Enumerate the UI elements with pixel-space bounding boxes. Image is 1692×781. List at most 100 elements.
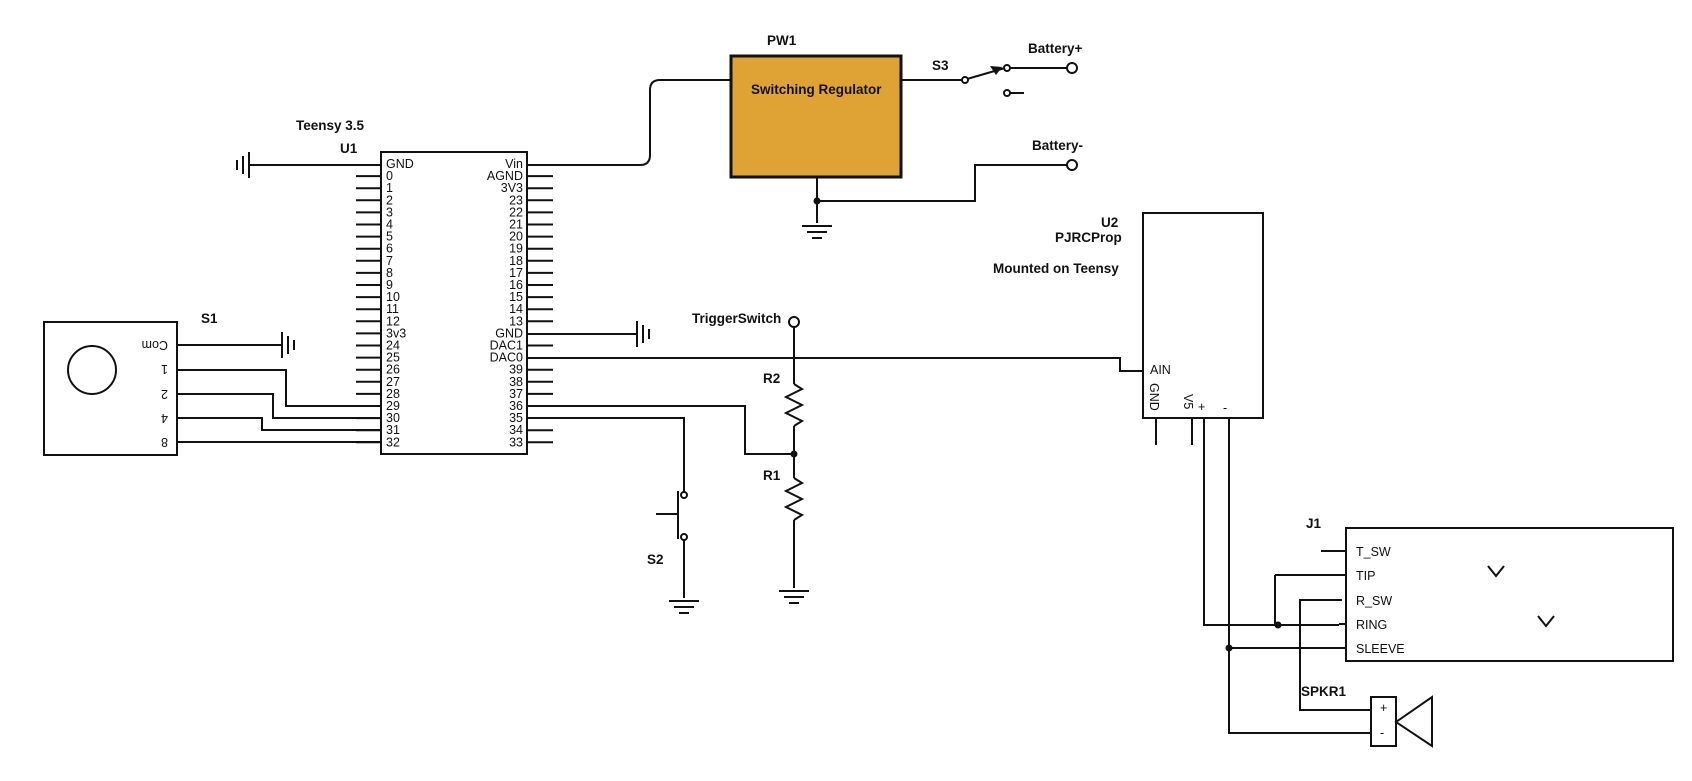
u1-left-pin-label: 29 <box>386 399 400 413</box>
u1-left-pin-label: 9 <box>386 278 393 292</box>
junction-dot <box>790 450 798 458</box>
r1-ref: R1 <box>763 468 781 483</box>
s3-ref: S3 <box>932 58 949 73</box>
u1-left-pin-label: 24 <box>386 339 400 353</box>
wire <box>1203 418 1339 626</box>
u1-left-pin-label: 12 <box>386 314 400 328</box>
u1-right-pin-label: 15 <box>509 290 523 304</box>
u1-left-pin-label: 3v3 <box>386 326 406 340</box>
j1-ref: J1 <box>1306 516 1322 531</box>
u1-right-pin-label: 23 <box>509 193 523 207</box>
junction-dot <box>813 197 821 205</box>
u1-left-pin-label: 4 <box>386 218 393 232</box>
u1-left-pin-label: 7 <box>386 254 393 268</box>
ground-icon <box>669 600 699 614</box>
junction-dot <box>1225 644 1233 652</box>
s1-pin-label: 2 <box>161 387 168 401</box>
u1-right-pin-label: AGND <box>487 169 523 183</box>
u1-left-pin-label: GND <box>386 157 414 171</box>
spkr1-ref: SPKR1 <box>1301 684 1347 699</box>
u1-left-pin-label: 3 <box>386 205 393 219</box>
s2-ref: S2 <box>647 552 664 567</box>
j1-contact <box>1537 615 1555 628</box>
battery-minus-label: Battery- <box>1032 138 1083 153</box>
wire <box>177 393 381 419</box>
u1-right-pin-label: 17 <box>509 266 523 280</box>
u2-body <box>1142 212 1264 419</box>
u1-left-pin-label: 27 <box>386 375 400 389</box>
u1-left-pin-label: 26 <box>386 363 400 377</box>
u1-value: Teensy 3.5 <box>296 118 365 133</box>
u1-left-pin-label: 25 <box>386 351 400 365</box>
wire <box>817 164 1068 202</box>
u1-right-pin-label: Vin <box>505 157 523 171</box>
spkr1-minus: - <box>1380 726 1384 740</box>
u1-right-pin-label: DAC1 <box>490 339 523 353</box>
wire <box>177 417 381 431</box>
j1-pin-label: R_SW <box>1356 594 1392 608</box>
j1-body <box>1345 527 1674 662</box>
s3-arrow <box>990 66 1002 75</box>
pw1-body <box>729 54 903 179</box>
u2-pin-minus: - <box>1223 401 1227 415</box>
u1-right-pin-label: 36 <box>509 399 523 413</box>
u2-value: PJRCProp <box>1055 230 1122 245</box>
u1-left-pin-label: 0 <box>386 169 393 183</box>
s3-contact <box>1003 89 1011 97</box>
battery-minus-terminal <box>1066 159 1078 171</box>
wire <box>527 417 685 492</box>
ground-icon <box>802 225 832 239</box>
u1-right-pin-label: DAC0 <box>490 351 523 365</box>
u1-right-pin-label: 14 <box>509 302 523 316</box>
u1-right-pin-label: 33 <box>509 435 523 449</box>
s1-pin-label: 1 <box>161 362 168 376</box>
u2-ref: U2 <box>1101 215 1118 230</box>
u1-right-pin-label: 34 <box>509 423 523 437</box>
u1-left-pin-label: 28 <box>386 387 400 401</box>
u2-pin-v5: V5 <box>1181 394 1195 409</box>
j1-pin-label: T_SW <box>1356 545 1391 559</box>
r1-resistor-icon <box>783 477 805 521</box>
u1-right-pin-label: 18 <box>509 254 523 268</box>
u1-right-pin-label: 39 <box>509 363 523 377</box>
j1-pin-label: SLEEVE <box>1356 642 1405 656</box>
s1-body <box>43 321 178 456</box>
u1-right-pin-label: 20 <box>509 230 523 244</box>
s3-contact <box>961 76 969 84</box>
battery-plus-terminal <box>1066 62 1078 74</box>
ground-icon <box>281 332 295 358</box>
u1-right-pin-label: 38 <box>509 375 523 389</box>
u1-right-pin-label: 13 <box>509 314 523 328</box>
u1-right-pin-label: 35 <box>509 411 523 425</box>
junction-dot <box>1274 621 1282 629</box>
u1-left-pin-label: 8 <box>386 266 393 280</box>
wire <box>527 357 1143 372</box>
ground-icon <box>779 590 809 604</box>
symbols <box>236 62 1555 652</box>
u1-left-pin-label: 30 <box>386 411 400 425</box>
u1-left-pin-label: 31 <box>386 423 400 437</box>
u2-pin-gnd: GND <box>1147 383 1161 411</box>
j1-pin-label: TIP <box>1356 569 1375 583</box>
s2-button-icon <box>656 491 679 539</box>
trigger-switch-terminal <box>788 316 800 328</box>
ground-icon <box>236 152 250 178</box>
u1-pins: GND01234567891011123v3242526272829303132… <box>356 157 553 449</box>
j1-contact <box>1487 565 1505 578</box>
battery-plus-label: Battery+ <box>1028 41 1083 56</box>
u1-right-pin-label: 21 <box>509 218 523 232</box>
r2-resistor-icon <box>783 383 805 427</box>
u1-right-pin-label: 37 <box>509 387 523 401</box>
speaker-icon <box>1394 695 1433 748</box>
u1-left-pin-label: 6 <box>386 242 393 256</box>
wire <box>527 79 731 166</box>
s1-pin-label: 4 <box>161 411 168 425</box>
s1-ref: S1 <box>201 311 218 326</box>
wires <box>177 67 1638 734</box>
wire <box>177 369 381 407</box>
wire <box>1299 599 1371 711</box>
u1-left-pin-label: 5 <box>386 230 393 244</box>
u2-pin-ain: AIN <box>1150 363 1171 377</box>
u1-right-pin-label: 19 <box>509 242 523 256</box>
